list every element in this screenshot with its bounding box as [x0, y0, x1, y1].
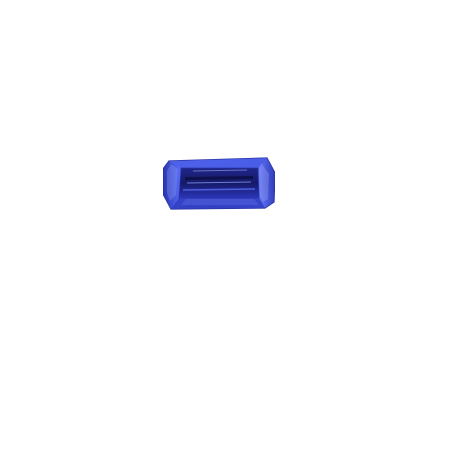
gemstone-icon — [163, 155, 275, 211]
